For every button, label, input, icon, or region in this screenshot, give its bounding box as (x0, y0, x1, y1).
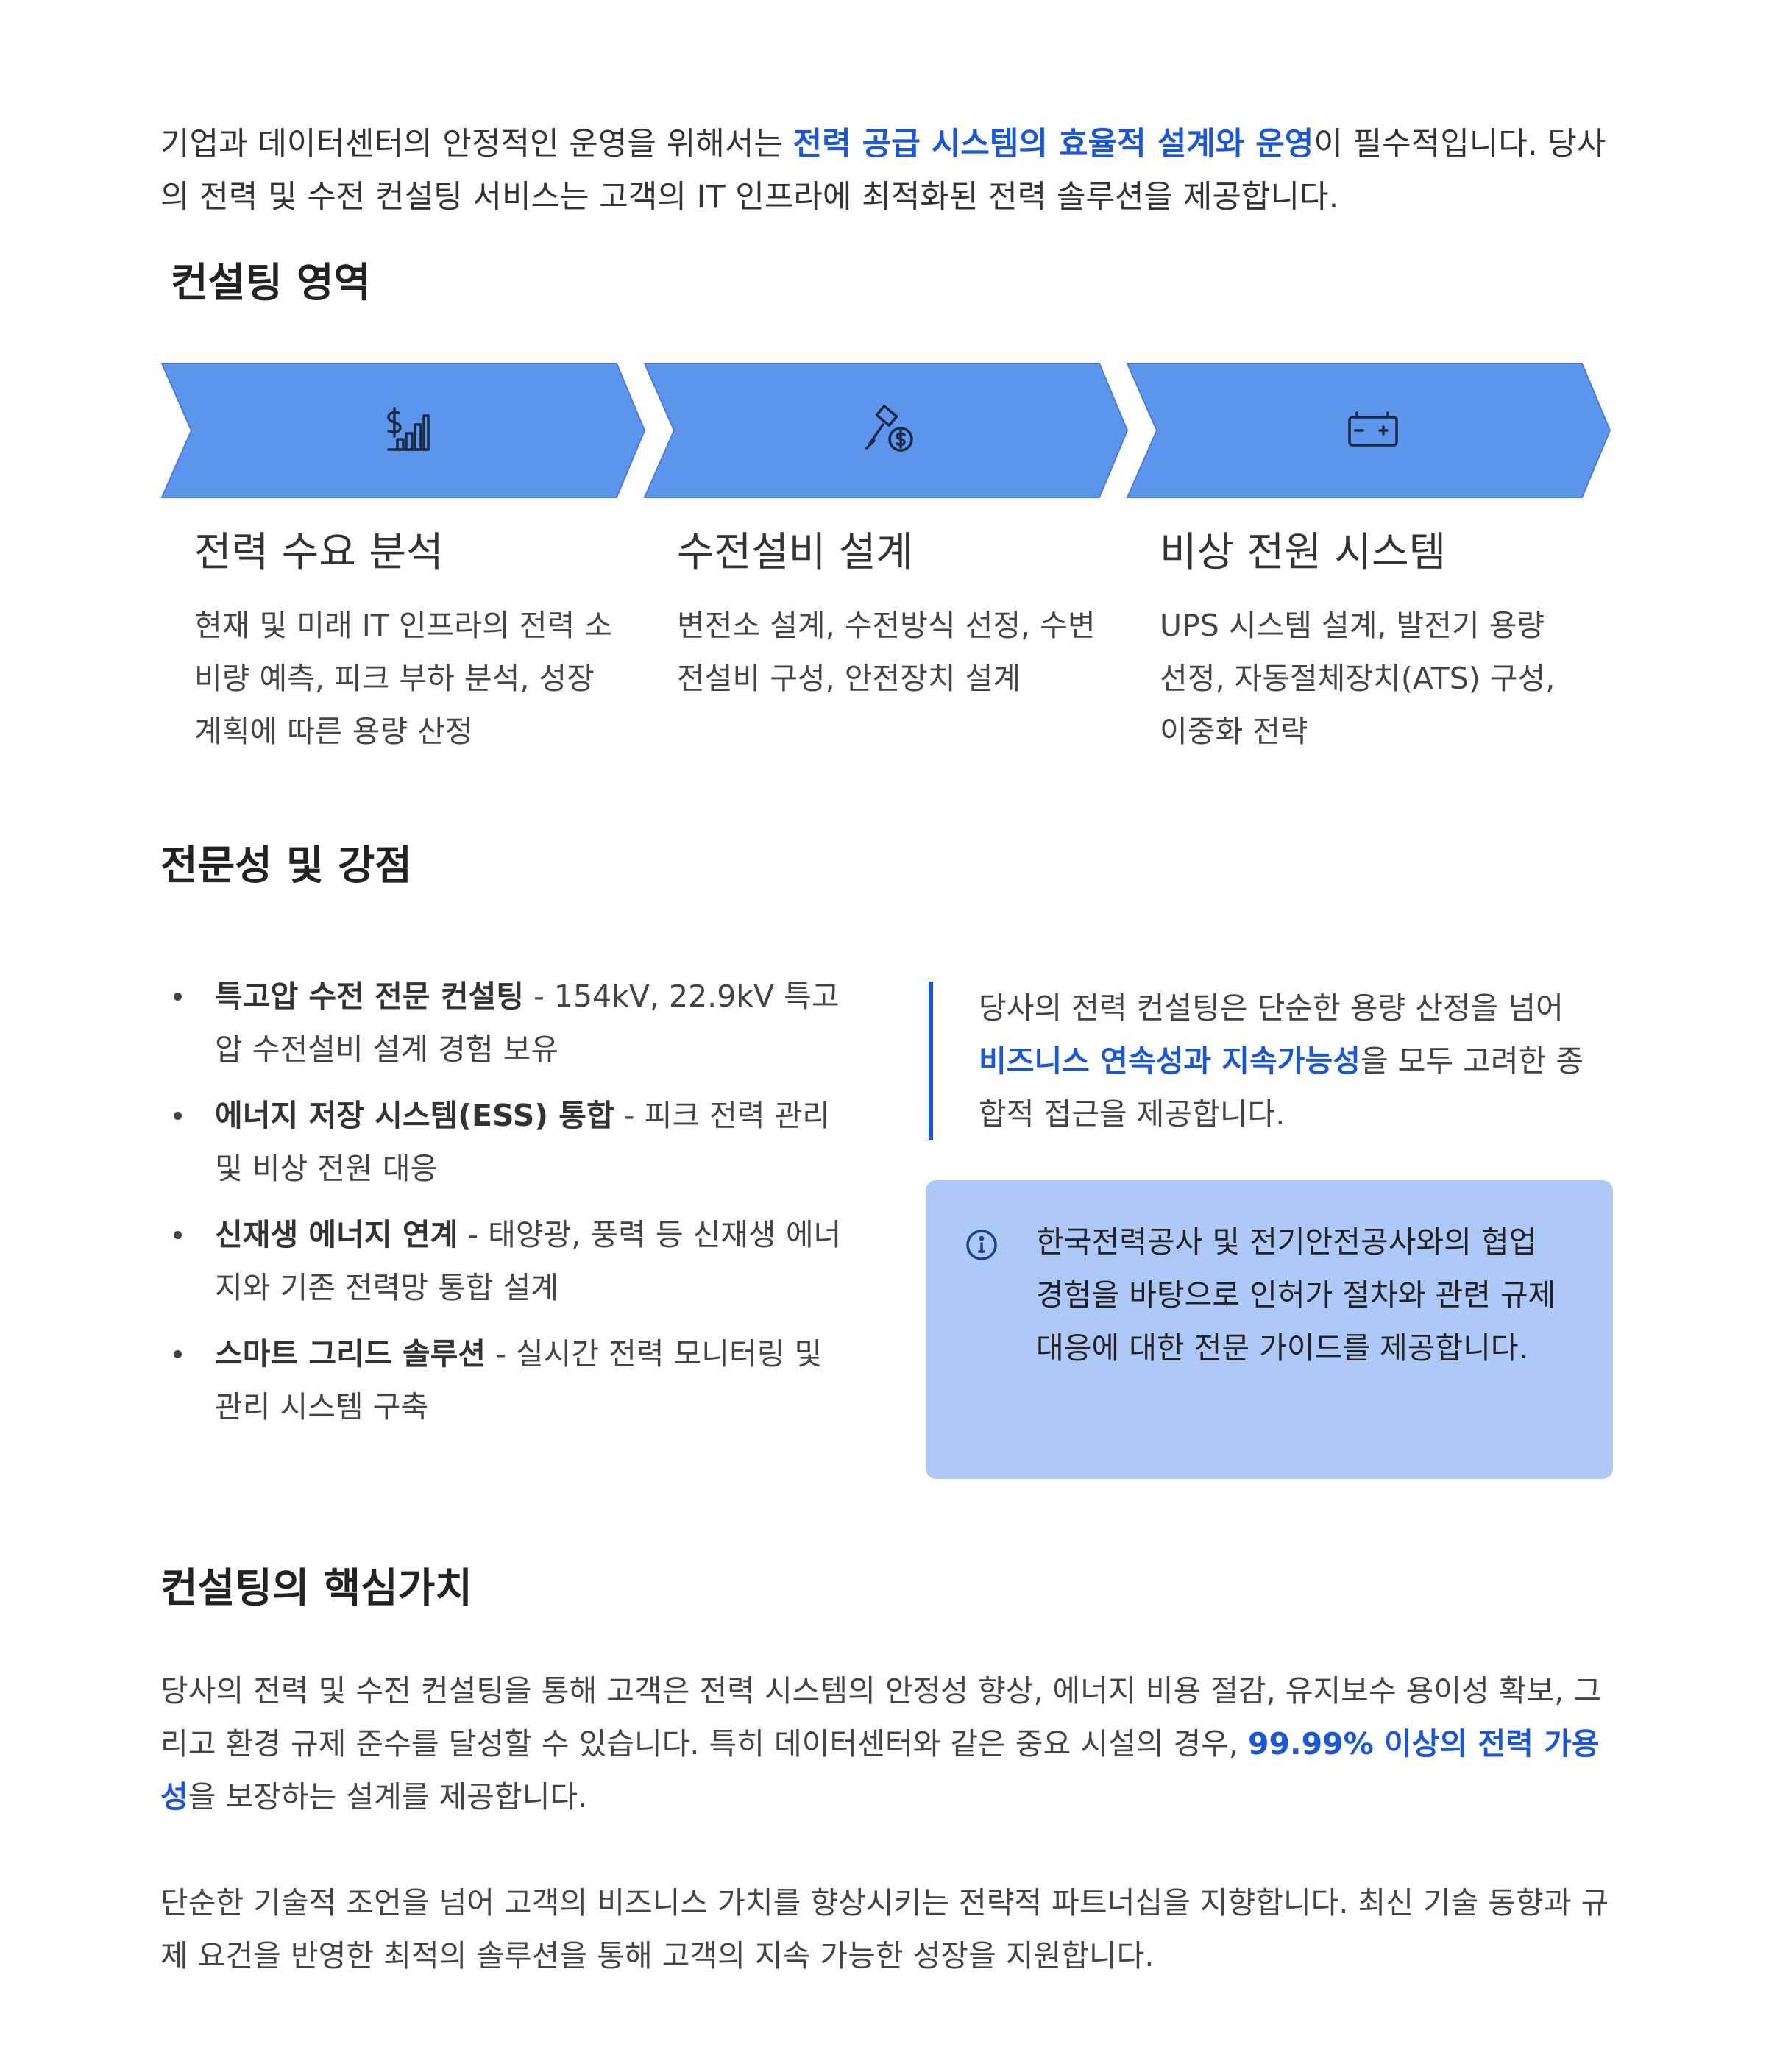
bullet-dot (174, 993, 182, 1001)
area-description: 현재 및 미래 IT 인프라의 전력 소비량 예측, 피크 부하 분석, 성장 … (194, 608, 612, 749)
intro-text-post: 이 필수적입니다. 당사의 전력 및 수전 컨설팅 서비스는 고객의 IT 인프… (160, 126, 1606, 216)
process-chevrons (160, 362, 1611, 499)
chevron-1 (160, 362, 646, 499)
hammer-dollar-icon (865, 405, 913, 452)
list-item-bold: 에너지 저장 시스템(ESS) 통합 (215, 1098, 614, 1133)
area-title: 비상 전원 시스템 (1160, 528, 1447, 575)
info-icon (966, 1230, 997, 1260)
area-description: UPS 시스템 설계, 발전기 용량 선정, 자동절체장치(ATS) 구성, 이… (1160, 608, 1556, 749)
para-text-post: 을 보장하는 설계를 제공합니다. (188, 1779, 588, 1814)
battery-icon (1348, 411, 1398, 447)
list-item: 신재생 에너지 연계 - 태양광, 풍력 등 신재생 에너지와 기존 전력망 통… (160, 1208, 852, 1314)
intro-text-pre: 기업과 데이터센터의 안정적인 운영을 위해서는 (160, 126, 793, 163)
chevron-2 (643, 362, 1129, 499)
bullet-dot (174, 1350, 182, 1358)
area-description: 변전소 설계, 수전방식 선정, 수변전설비 구성, 안전장치 설계 (677, 608, 1096, 696)
intro-highlight: 전력 공급 시스템의 효율적 설계와 운영 (792, 126, 1314, 163)
section-title-strengths: 전문성 및 강점 (160, 842, 412, 889)
quote-text-post: 을 모두 고려한 종합적 접근을 제공합니다. (979, 1043, 1584, 1132)
area-card-demand-analysis: 전력 수요 분석 현재 및 미래 IT 인프라의 전력 소비량 예측, 피크 부… (194, 515, 636, 758)
section-title-consulting-areas: 컨설팅 영역 (171, 259, 372, 306)
quote-text-pre: 당사의 전력 컨설팅은 단순한 용량 산정을 넘어 (979, 990, 1564, 1026)
area-title: 전력 수요 분석 (194, 528, 444, 575)
area-title: 수전설비 설계 (677, 528, 914, 575)
notice-text: 한국전력공사 및 전기안전공사와의 협업 경험을 바탕으로 인허가 절차와 관련… (1036, 1224, 1556, 1366)
list-item-text: - 154kV, 22.9kV 특고압 수전설비 설계 경험 보유 (215, 979, 840, 1067)
blockquote: 당사의 전력 컨설팅은 단순한 용량 산정을 넘어 비즈니스 연속성과 지속가능… (929, 982, 1591, 1140)
para-text-pre: 당사의 전력 및 수전 컨설팅을 통해 고객은 전력 시스템의 안정성 향상, … (160, 1673, 1602, 1761)
core-value-paragraph-1: 당사의 전력 및 수전 컨설팅을 통해 고객은 전력 시스템의 안정성 향상, … (160, 1664, 1611, 1823)
quote-highlight: 비즈니스 연속성과 지속가능성 (979, 1043, 1361, 1079)
intro-paragraph: 기업과 데이터센터의 안정적인 운영을 위해서는 전력 공급 시스템의 효율적 … (160, 118, 1611, 224)
list-item-text: - 태양광, 풍력 등 신재생 에너지와 기존 전력망 통합 설계 (215, 1217, 842, 1305)
list-item: 특고압 수전 전문 컨설팅 - 154kV, 22.9kV 특고압 수전설비 설… (160, 970, 852, 1076)
para-highlight: 99.99% 이상의 전력 가용성 (160, 1726, 1600, 1814)
list-item-bold: 스마트 그리드 솔루션 (215, 1336, 486, 1372)
area-card-emergency-power: 비상 전원 시스템 UPS 시스템 설계, 발전기 용량 선정, 자동절체장치(… (1160, 515, 1601, 758)
list-item-text: - 실시간 전력 모니터링 및 관리 시스템 구축 (215, 1336, 823, 1424)
info-notice: 한국전력공사 및 전기안전공사와의 협업 경험을 바탕으로 인허가 절차와 관련… (926, 1180, 1613, 1479)
area-card-substation-design: 수전설비 설계 변전소 설계, 수전방식 선정, 수변전설비 구성, 안전장치 … (677, 515, 1118, 705)
strengths-list: 특고압 수전 전문 컨설팅 - 154kV, 22.9kV 특고압 수전설비 설… (160, 970, 852, 1447)
list-item-bold: 특고압 수전 전문 컨설팅 (215, 979, 525, 1014)
chevron-3 (1126, 362, 1611, 499)
bullet-dot (174, 1231, 182, 1239)
dollar-chart-icon (387, 407, 430, 451)
list-item: 에너지 저장 시스템(ESS) 통합 - 피크 전력 관리 및 비상 전원 대응 (160, 1089, 852, 1195)
list-item: 스마트 그리드 솔루션 - 실시간 전력 모니터링 및 관리 시스템 구축 (160, 1327, 852, 1433)
bullet-dot (174, 1112, 182, 1120)
core-value-paragraph-2: 단순한 기술적 조언을 넘어 고객의 비즈니스 가치를 향상시키는 전략적 파트… (160, 1885, 1609, 1973)
list-item-bold: 신재생 에너지 연계 (215, 1217, 458, 1252)
list-item-text: - 피크 전력 관리 및 비상 전원 대응 (215, 1098, 830, 1186)
section-title-core-values: 컨설팅의 핵심가치 (160, 1564, 472, 1611)
